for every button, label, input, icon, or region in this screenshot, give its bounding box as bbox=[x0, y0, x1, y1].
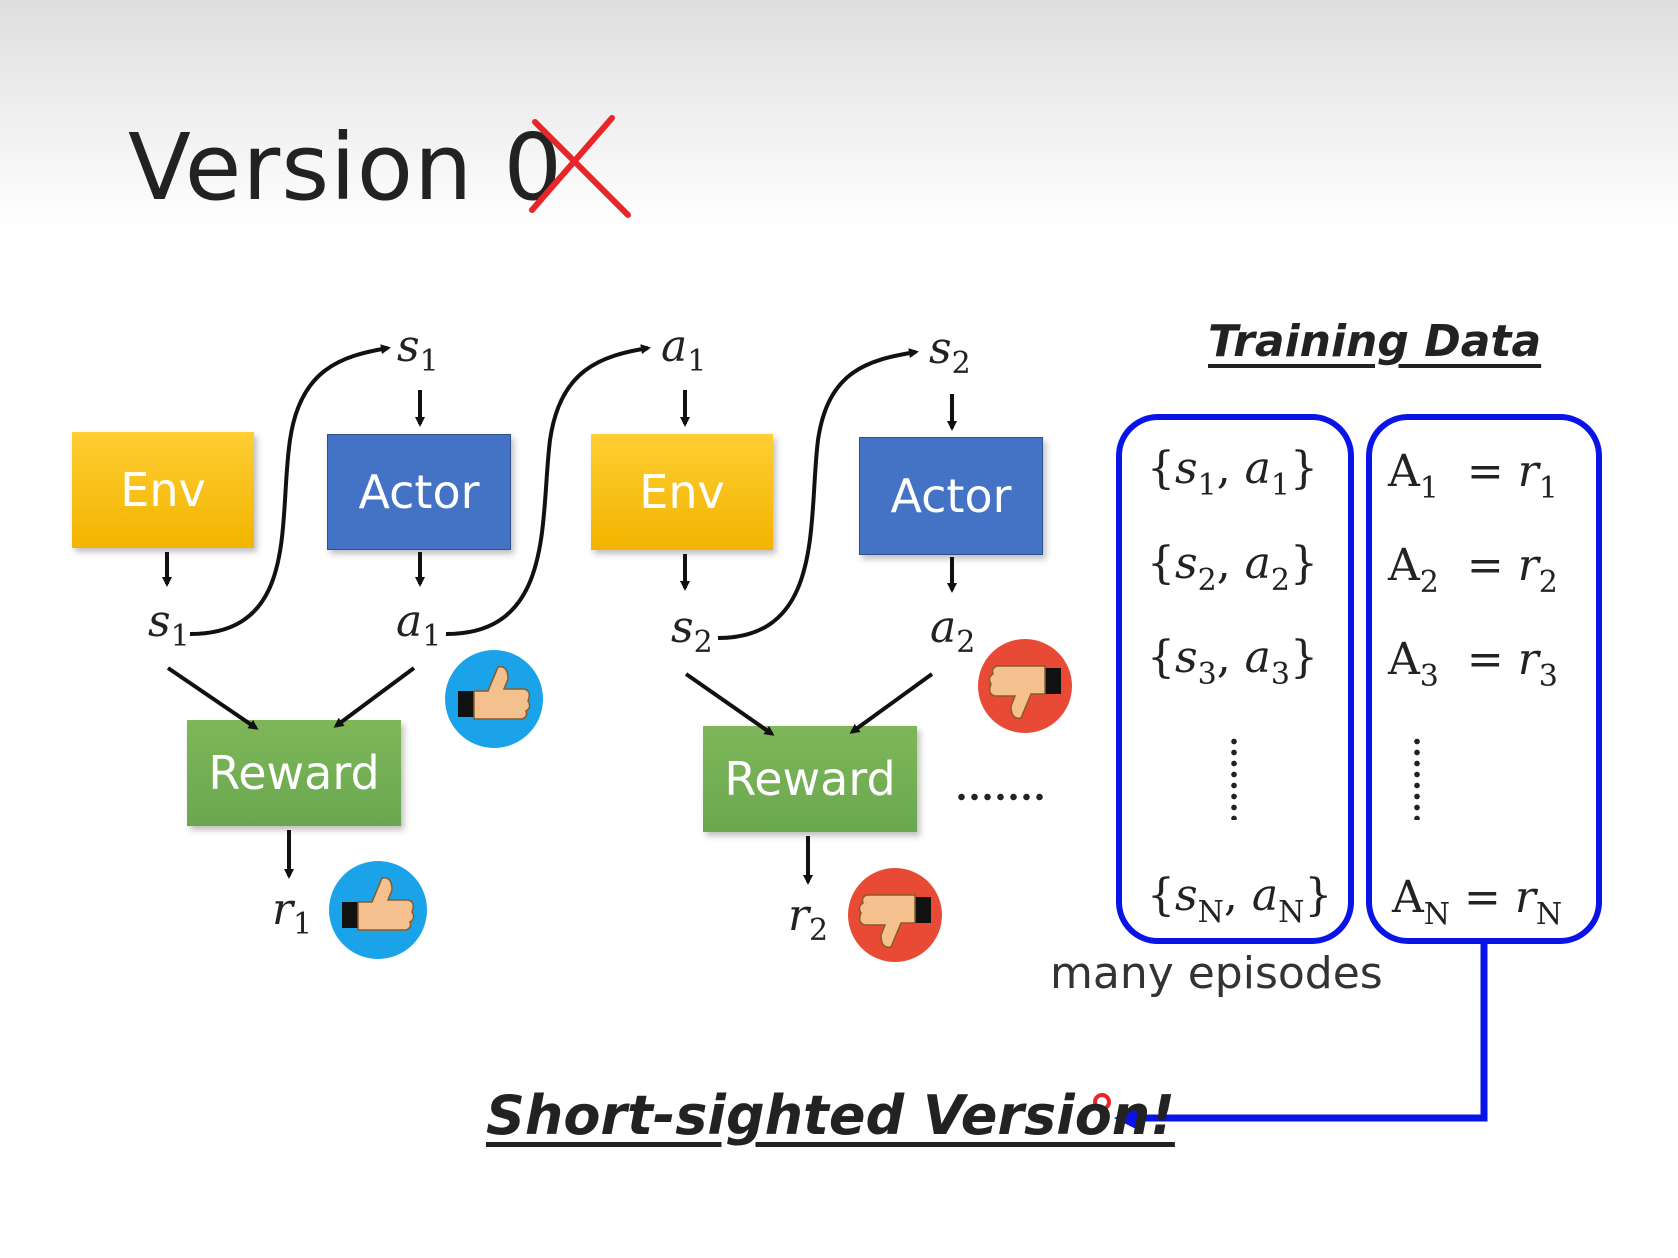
symbol-s2-out-sub: 2 bbox=[693, 625, 713, 660]
pair-row-1: {s1, a1} bbox=[1147, 443, 1318, 503]
env-box-2-label: Env bbox=[639, 465, 725, 519]
symbol-r1-base: r bbox=[272, 884, 294, 935]
pair-n-s-sub: N bbox=[1197, 895, 1224, 930]
pair-3-a-sub: 3 bbox=[1270, 657, 1290, 692]
pair-1-s-sub: 1 bbox=[1197, 468, 1217, 503]
symbol-a1-top-sub: 1 bbox=[687, 344, 707, 379]
reward-box-2: Reward bbox=[703, 726, 917, 832]
arrow-s1-to-reward bbox=[166, 666, 259, 730]
slide-header-background bbox=[0, 0, 1678, 230]
symbol-a1-out-sub: 1 bbox=[422, 619, 442, 654]
env-box-2: Env bbox=[591, 434, 773, 550]
pairs-vertical-dots bbox=[1230, 736, 1238, 820]
symbol-s1-out-sub: 1 bbox=[170, 619, 190, 654]
page-title: Version 0 bbox=[128, 114, 564, 221]
symbol-s1-out: s1 bbox=[148, 600, 190, 652]
env-box-1-label: Env bbox=[120, 463, 206, 517]
pair-2-a-sub: 2 bbox=[1270, 563, 1290, 598]
actor-box-1: Actor bbox=[327, 434, 511, 550]
pairs-frame bbox=[1116, 414, 1354, 944]
symbol-s2-top: s2 bbox=[929, 327, 971, 379]
adv-2-a-sub: 2 bbox=[1419, 565, 1439, 600]
actor-box-1-label: Actor bbox=[358, 465, 480, 519]
symbol-s2-out: s2 bbox=[671, 606, 713, 658]
symbol-s1-top: s1 bbox=[397, 325, 439, 377]
adv-1-a-sub: 1 bbox=[1419, 471, 1439, 506]
symbol-a2-out: a2 bbox=[930, 606, 975, 658]
arrow-to-conclusion bbox=[1114, 944, 1488, 1132]
pair-1-a-sub: 1 bbox=[1270, 468, 1290, 503]
thumbs-down-icon bbox=[978, 639, 1072, 733]
pair-row-2: {s2, a2} bbox=[1147, 538, 1318, 598]
symbol-s1-out-base: s bbox=[148, 596, 171, 647]
adv-row-2: A2 = r2 bbox=[1388, 540, 1558, 600]
symbol-a2-out-base: a bbox=[930, 602, 957, 653]
adv-row-1: A1 = r1 bbox=[1388, 446, 1558, 506]
env-box-1: Env bbox=[72, 432, 254, 548]
advantages-frame bbox=[1366, 414, 1602, 944]
adv-3-r-sub: 3 bbox=[1538, 659, 1558, 694]
adv-2-r-sub: 2 bbox=[1538, 565, 1558, 600]
symbol-s2-top-sub: 2 bbox=[951, 346, 971, 381]
thumbs-up-icon bbox=[329, 861, 427, 959]
adv-row-3: A3 = r3 bbox=[1388, 634, 1558, 694]
ellipsis-dots bbox=[955, 793, 1045, 801]
symbol-a2-out-sub: 2 bbox=[956, 625, 976, 660]
symbol-r2-sub: 2 bbox=[809, 913, 829, 948]
adv-row-n: AN = rN bbox=[1392, 872, 1563, 932]
thumbs-down-icon bbox=[848, 868, 942, 962]
adv-n-r-sub: N bbox=[1535, 897, 1563, 932]
pair-n-a-sub: N bbox=[1278, 895, 1305, 930]
symbol-r1: r1 bbox=[272, 888, 312, 940]
thumbs-up-icon bbox=[445, 650, 543, 748]
adv-3-a-sub: 3 bbox=[1419, 659, 1439, 694]
advantages-vertical-dots bbox=[1413, 736, 1421, 820]
pointer-dot bbox=[1093, 1093, 1111, 1111]
pair-row-n: {sN, aN} bbox=[1147, 870, 1333, 930]
pair-row-3: {s3, a3} bbox=[1147, 632, 1318, 692]
symbol-a1-out-base: a bbox=[396, 596, 423, 647]
curve-s2 bbox=[717, 348, 919, 640]
arrow-a1-to-reward bbox=[333, 666, 416, 728]
actor-box-2: Actor bbox=[859, 437, 1043, 555]
symbol-a1-out: a1 bbox=[396, 600, 441, 652]
episodes-caption: many episodes bbox=[1050, 948, 1383, 999]
training-data-heading: Training Data bbox=[1208, 316, 1542, 367]
pair-3-s-sub: 3 bbox=[1197, 657, 1217, 692]
reward-box-1-label: Reward bbox=[208, 746, 380, 800]
arrow-s2-to-reward bbox=[684, 672, 775, 736]
adv-1-r-sub: 1 bbox=[1538, 471, 1558, 506]
pair-2-s-sub: 2 bbox=[1197, 563, 1217, 598]
adv-n-a-sub: N bbox=[1423, 897, 1451, 932]
curve-a1 bbox=[445, 344, 651, 636]
arrow-a2-to-reward bbox=[849, 672, 934, 734]
symbol-s2-top-base: s bbox=[929, 323, 952, 374]
curve-s1 bbox=[189, 344, 391, 636]
symbol-r2-base: r bbox=[788, 890, 810, 941]
actor-box-2-label: Actor bbox=[890, 469, 1012, 523]
symbol-r1-sub: 1 bbox=[293, 907, 313, 942]
reward-box-1: Reward bbox=[187, 720, 401, 826]
symbol-s1-top-sub: 1 bbox=[419, 344, 439, 379]
reward-box-2-label: Reward bbox=[724, 752, 896, 806]
cross-mark-icon bbox=[529, 115, 631, 218]
symbol-s1-top-base: s bbox=[397, 321, 420, 372]
symbol-s2-out-base: s bbox=[671, 602, 694, 653]
conclusion-text: Short-sighted Version! bbox=[486, 1084, 1175, 1147]
symbol-a1-top: a1 bbox=[661, 325, 706, 377]
symbol-r2: r2 bbox=[788, 894, 828, 946]
symbol-a1-top-base: a bbox=[661, 321, 688, 372]
